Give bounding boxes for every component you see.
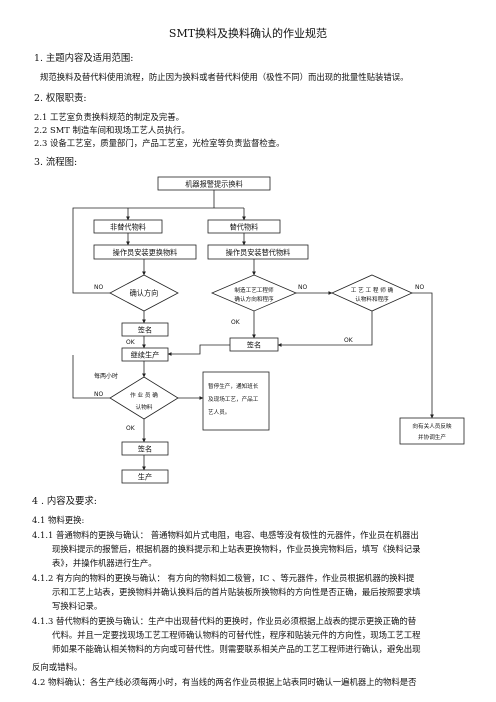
engineer-check-label: 制造工艺工程师 [234,286,274,294]
pause-production-label: 暂停生产，通知班长 [208,382,259,390]
op-install-label: 操作员安装更换物料 [113,248,178,257]
no-label: NO [415,284,424,291]
tech-confirm-label: 工 艺 工 程 师 确 [351,286,394,294]
section-4-line: 4.2 物料确认：各生产线必须每两小时，有当线的两名作业员根据上站表同时确认一遍… [32,677,417,687]
produce-label: 生产 [138,473,152,482]
section-4-line: 示和工艺上站表，更换物料并确认换料后的首片贴装板所换物料的方向性是否正确，最后按… [52,587,421,597]
section-2-item: 2.2 SMT 制造车间和现场工艺人员执行。 [34,125,190,135]
op-install-sub-label: 操作员安装替代物料 [226,248,291,257]
section-2-heading: 2. 权限职责: [34,93,87,104]
flow-connectors [72,190,434,471]
sign-label: 签名 [247,341,261,350]
ok-label: OK [231,319,241,326]
operator-confirm-diamond [109,376,179,420]
section-4-line: 4.1.1 普通物料的更换与确认： 普通物料如片式电阻，电容、电感等没有极性的元… [32,530,419,540]
section-4-line: 师如果不能确认相关物料的方向或可替代性。则需要联系相关产品的工艺工程师进行确认，… [52,644,421,654]
pause-production-label: 艺人员。 [208,409,230,416]
substitute-label: 替代物料 [230,223,259,232]
start-box-label: 机器报警提示换料 [185,180,243,189]
produce-box [121,469,169,484]
ok-label: OK [126,425,136,432]
tech-confirm-diamond [331,274,413,312]
sign-label: 签名 [138,445,152,454]
confirm-direction-label: 确认方向 [130,289,159,298]
sign-label: 签名 [138,326,152,335]
pause-production-box [202,371,270,431]
section-1-body: 规范换料及替代料使用流程，防止因为换料或者替代料使用（极性不同）而出现的批量性贴… [40,72,409,82]
start-box [157,176,271,191]
op-install-sub-box [207,244,309,260]
non-substitute-box [93,219,163,234]
section-4-line: 写换料记录。 [52,601,103,611]
sign-box-3 [121,441,169,456]
section-4-heading: 4 . 内容及要求: [32,496,97,507]
non-substitute-label: 非替代物料 [110,223,146,232]
section-3-heading: 3. 流程图: [34,157,78,168]
sign-box-1 [121,322,169,337]
section-4-line: 4.1.3 替代物料的更换与确认：生产中出现替代料的更换时，作业员必须根据上战表… [32,616,417,626]
confirm-direction-diamond [109,274,179,312]
operator-confirm-label: 认物料 [136,403,153,411]
op-install-box [93,244,197,260]
continue-box [121,347,169,362]
section-4-line: 4.1.2 有方向的物料的更换与确认： 有方向的物料如二极管，IC 、等元器件，… [32,573,415,583]
no-label: NO [94,391,103,398]
section-2-item: 2.1 工艺室负责换料规范的制定及完善。 [34,112,184,122]
pause-production-label: 及现场工艺，产品工 [208,395,259,403]
tech-confirm-label: 认物料和程序 [355,295,389,303]
section-4-line: 表》，并操作机器进行生产。 [52,558,157,568]
feedback-label: 向有关人员反映 [412,422,452,430]
section-2-item: 2.3 设备工艺室，质量部门，产品工艺室，光检室等负责监督检查。 [34,138,285,148]
sign-box-2 [229,337,279,352]
operator-confirm-label: 作 业 员 确 [130,391,158,399]
feedback-label: 并协调生产 [418,433,446,441]
section-4-line: 反向或错料。 [32,662,83,672]
section-4-line: 现换料提示的报警后，根据机器的换料提示和上站表更换物料，作业员换完物料后，填写《… [52,544,421,554]
every-two-hours-label: 每两小时 [94,372,118,380]
substitute-box [207,219,281,234]
continue-label: 继续生产 [131,351,160,360]
feedback-box [399,417,465,445]
no-label: NO [298,284,307,291]
page-title: SMT换料及换料确认的作业规范 [168,27,328,40]
engineer-check-label: 确认方向和程序 [234,295,274,303]
no-label: NO [94,284,103,291]
section-1-heading: 1. 主题内容及适用范围: [34,53,134,64]
engineer-check-diamond [210,274,298,312]
ok-label: OK [126,339,136,346]
section-4-line: 4.1 物料更换: [32,515,85,525]
section-4-line: 代料。并且一定要找现场工艺工程师确认物料的可替代性，程序和贴装元件的方向性，现场… [52,630,421,640]
ok-label: OK [344,337,354,344]
